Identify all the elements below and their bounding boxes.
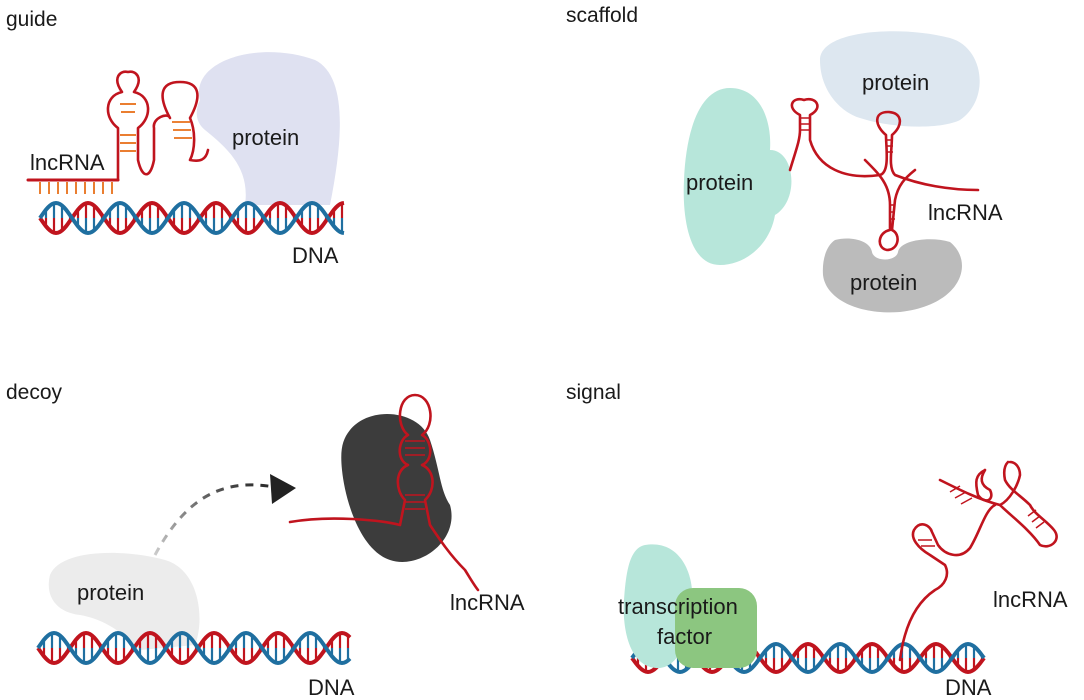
guide-panel: guide protein DNA xyxy=(6,8,345,268)
scaffold-protein-top xyxy=(820,31,980,127)
panel-title-decoy: decoy xyxy=(6,381,63,404)
decoy-lncrna-label: lncRNA xyxy=(450,590,525,615)
guide-rna-dna-pairing xyxy=(39,182,113,194)
panel-title-scaffold: scaffold xyxy=(566,4,638,27)
panel-title-guide: guide xyxy=(6,8,57,31)
decoy-protein-faint xyxy=(48,552,200,650)
decoy-hairpin-rungs xyxy=(405,440,425,510)
scaffold-protein-top-label: protein xyxy=(862,70,929,95)
dna-strand-red xyxy=(36,630,352,666)
guide-protein-shape xyxy=(196,52,340,206)
guide-lncrna-structure xyxy=(26,70,210,194)
scaffold-protein-left xyxy=(683,88,792,265)
guide-lncrna-label: lncRNA xyxy=(30,150,105,175)
scaffold-lncrna-label: lncRNA xyxy=(928,200,1003,225)
decoy-protein-label: protein xyxy=(77,580,144,605)
dna-strand-red xyxy=(38,200,345,236)
signal-lncrna-label: lncRNA xyxy=(993,587,1068,612)
decoy-dna-helix xyxy=(36,630,352,666)
signal-transcription-factor xyxy=(675,588,757,668)
decoy-dna-label: DNA xyxy=(308,675,355,700)
guide-protein-label: protein xyxy=(232,125,299,150)
decoy-arrowhead xyxy=(270,474,296,504)
scaffold-protein-bottom-label: protein xyxy=(850,270,917,295)
decoy-release-arrow xyxy=(153,483,281,556)
panel-title-signal: signal xyxy=(566,381,621,404)
guide-dna-label: DNA xyxy=(292,243,339,268)
signal-tf-label-line2: factor xyxy=(657,624,712,649)
decoy-panel: decoy protein DNA lncRNA xyxy=(6,381,525,700)
scaffold-panel: scaffold protein protein protein xyxy=(566,4,1003,313)
dna-strand-blue xyxy=(38,200,345,236)
signal-dna-label: DNA xyxy=(945,675,992,700)
signal-tf-label-line1: transcription xyxy=(618,594,738,619)
guide-dna-helix xyxy=(38,200,345,236)
signal-hairpin-rungs xyxy=(918,485,1045,547)
scaffold-hairpin-rungs xyxy=(801,117,895,220)
scaffold-protein-left-label: protein xyxy=(686,170,753,195)
dna-strand-blue xyxy=(36,630,352,666)
decoy-lncrna-structure xyxy=(288,393,480,592)
decoy-protein-dark xyxy=(341,413,452,562)
scaffold-lncrna-structure xyxy=(788,97,980,252)
scaffold-protein-bottom xyxy=(822,238,962,313)
signal-lncrna-structure xyxy=(898,460,1058,662)
signal-panel: signal transcription factor xyxy=(566,381,1068,700)
guide-hairpin-rungs xyxy=(120,103,192,152)
